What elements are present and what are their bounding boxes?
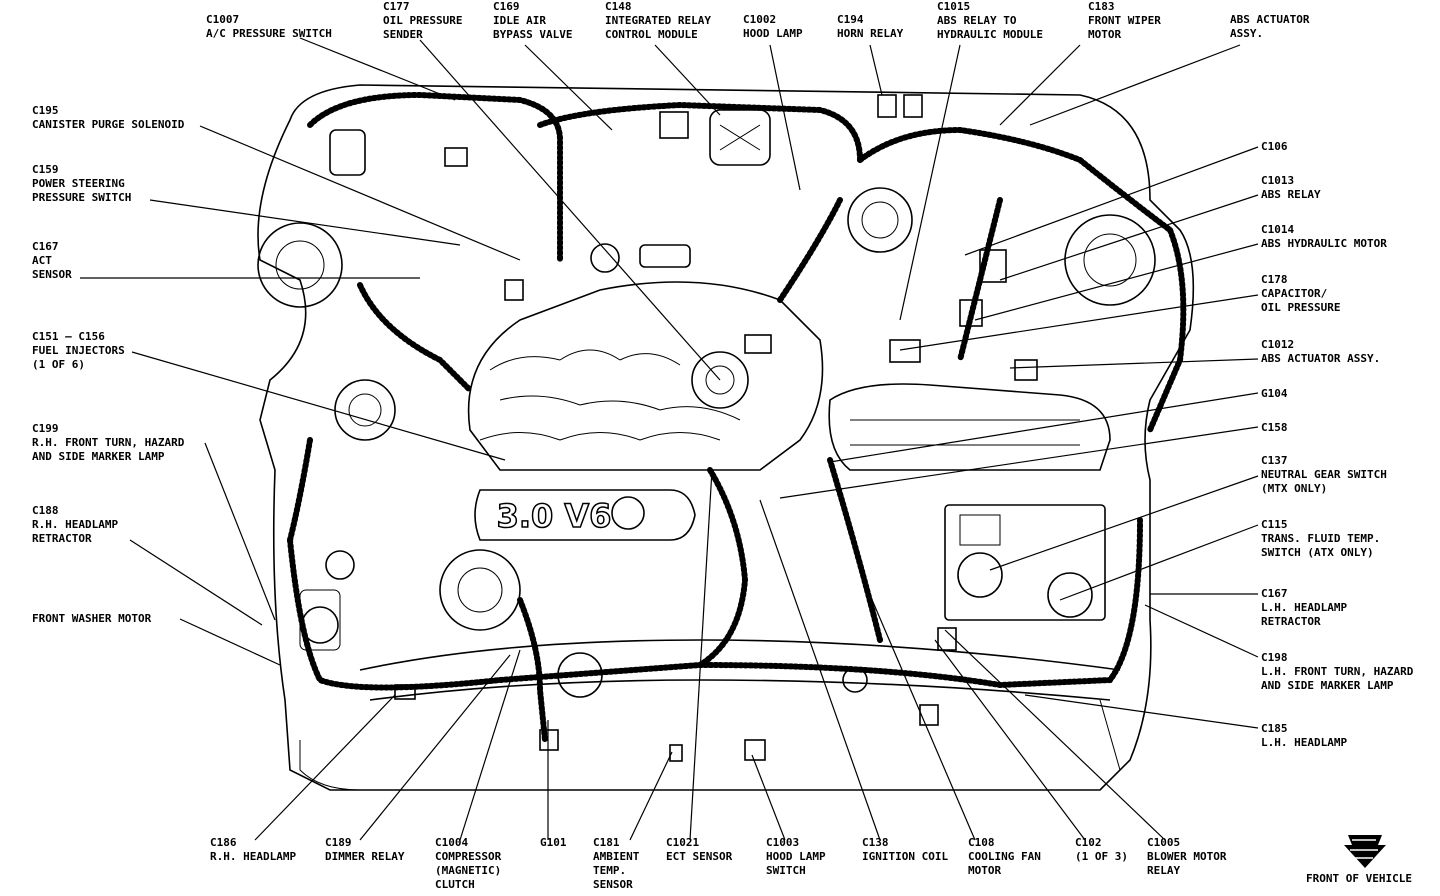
lh-strut-tower bbox=[1064, 214, 1156, 306]
label-c106: C106 bbox=[1261, 140, 1288, 153]
rh-strut-tower bbox=[257, 222, 343, 308]
leader-lines bbox=[80, 37, 1259, 841]
valve-cover bbox=[474, 489, 696, 541]
main-harness-upper bbox=[307, 91, 563, 263]
front-arrow-icon bbox=[1344, 835, 1386, 868]
main-harness-lower bbox=[287, 517, 1143, 691]
engine-badge: 3.0 V6 bbox=[496, 496, 612, 536]
label-abs-actuator-top: ABS ACTUATOR ASSY. bbox=[1230, 13, 1310, 40]
label-g101: G101 bbox=[540, 836, 567, 849]
label-c102: C102(1 OF 3) bbox=[1075, 836, 1128, 863]
label-c158: C158 bbox=[1261, 421, 1288, 434]
bay-outline bbox=[257, 84, 1195, 791]
front-of-vehicle-label: FRONT OF VEHICLE bbox=[1306, 872, 1412, 885]
intake-manifold bbox=[467, 281, 824, 471]
label-front-washer-motor: FRONT WASHER MOTOR bbox=[32, 612, 152, 625]
label-g104: G104 bbox=[1261, 387, 1288, 400]
